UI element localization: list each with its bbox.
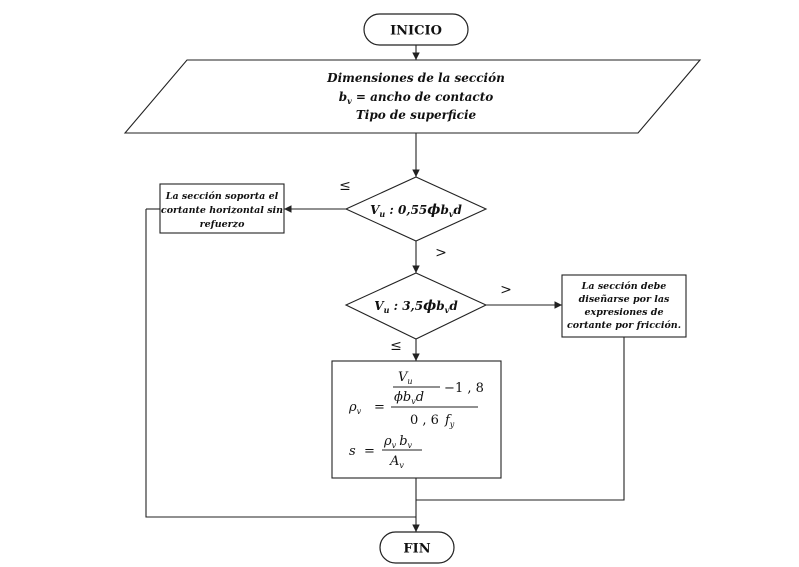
svg-text:1 , 8: 1 , 8 [455,381,484,396]
result-box-friction-line-4: cortante por fricción. [567,320,681,331]
svg-text:ϕbvd: ϕbvd [394,390,424,406]
decision-1-gt-label: > [435,245,447,261]
svg-text:Vu: Vu [398,370,413,386]
svg-text:−: − [444,381,455,396]
decision-2-gt-label: > [500,282,512,298]
svg-text:=: = [364,444,375,459]
result-box-friction-line-3: expresiones de [585,307,664,318]
input-line-2: bv = ancho de contacto [339,90,494,106]
result-box-friction [561,274,687,338]
svg-text:ρv: ρv [348,400,362,416]
input-line-3: Tipo de superficie [356,108,477,122]
svg-text:Av: Av [389,454,404,470]
svg-text:=: = [374,400,385,415]
decision-2-le-label: ≤ [390,338,402,354]
decision-1-condition: Vu : 0,55ϕbvd [370,202,462,219]
connector-right-box-to-end [416,337,625,501]
result-box-no-reinforcement-line-2: cortante horizontal sin [161,205,283,216]
decision-2-condition: Vu : 3,5ϕbvd [374,298,458,315]
svg-text:0 , 6fy: 0 , 6fy [410,413,455,429]
formula-box [331,360,502,479]
result-box-no-reinforcement [159,183,285,234]
svg-text:s: s [349,444,356,459]
end-terminator [379,531,455,564]
result-box-friction-line-1: La sección debe [581,281,667,292]
decision-1-le-label: ≤ [339,178,351,194]
connector-left-box-to-end [145,209,416,518]
end-label: FIN [403,542,430,557]
input-parallelogram [123,59,702,134]
start-label: INICIO [390,24,442,39]
result-box-no-reinforcement-line-1: La sección soporta el [165,191,279,202]
result-box-friction-line-2: diseñarse por las [579,294,670,305]
result-box-no-reinforcement-line-3: refuerzo [200,219,245,230]
input-line-1: Dimensiones de la sección [326,71,505,85]
